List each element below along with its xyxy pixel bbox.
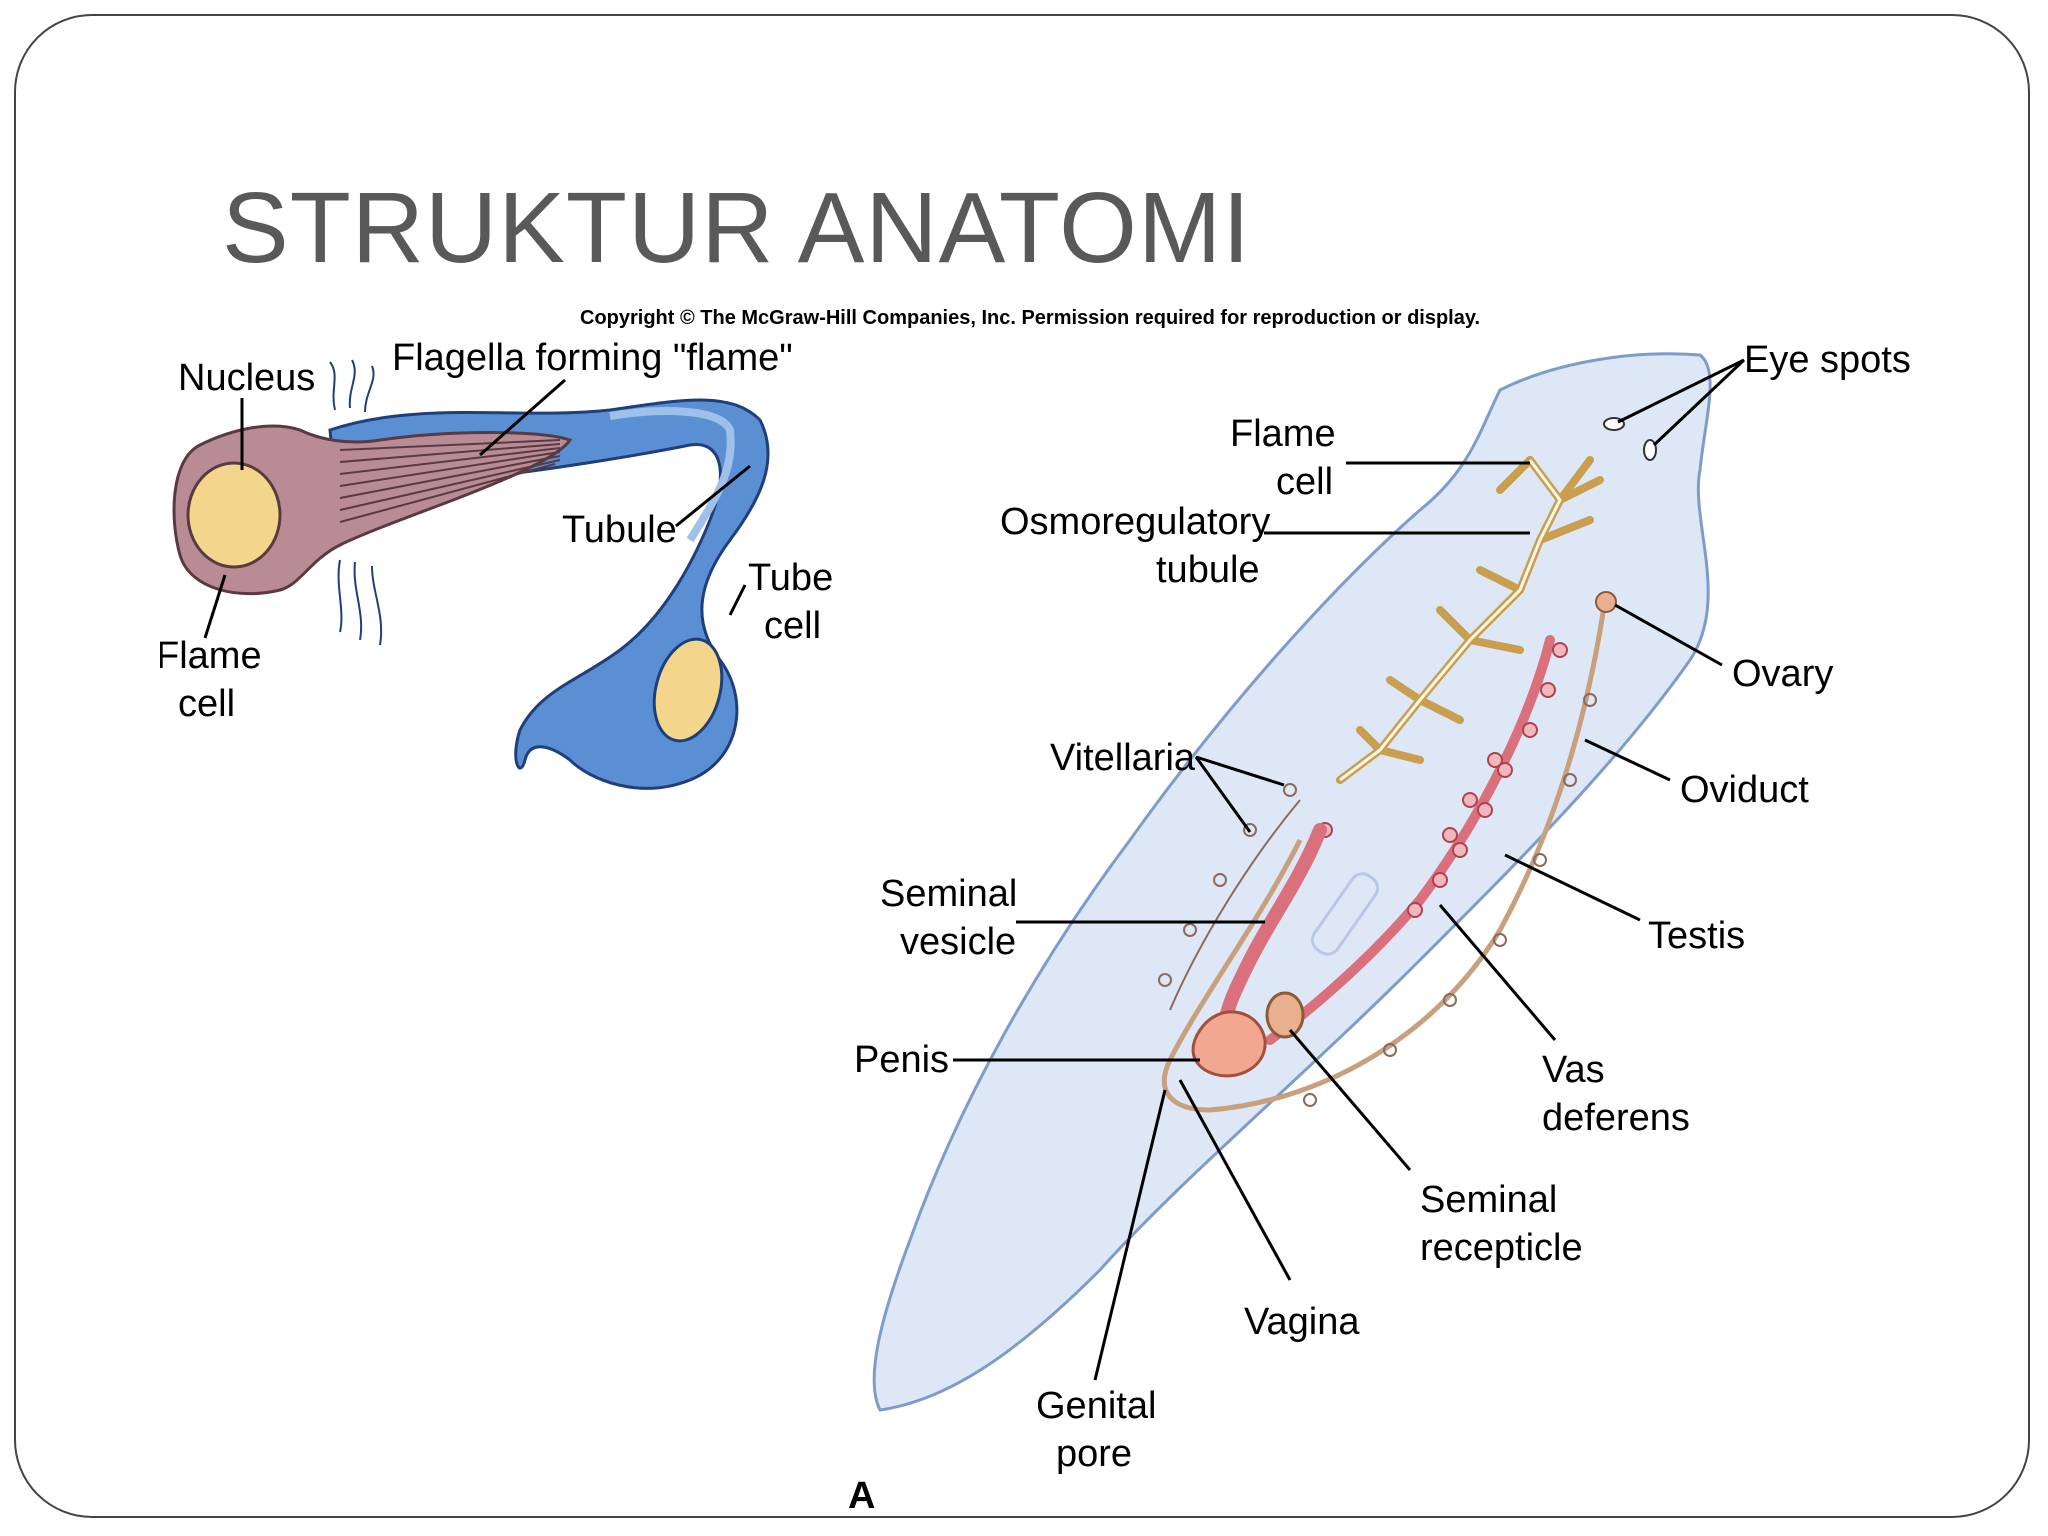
label-genital-pore-1: Genital xyxy=(1036,1385,1156,1427)
leader-flame-cell xyxy=(203,574,227,639)
label-eye-spots: Eye spots xyxy=(1744,339,1910,381)
vas-deferens xyxy=(1265,635,1555,1045)
label-seminal-recepticle-2: recepticle xyxy=(1420,1227,1583,1269)
label-ovary: Ovary xyxy=(1732,653,1833,695)
label-seminal-vesicle-2: vesicle xyxy=(900,921,1016,963)
flagella-flame xyxy=(339,439,561,523)
flame-cell-diagram: Nucleus Flagella forming "flame" Tubule … xyxy=(160,337,833,790)
copyright-notice: Copyright © The McGraw-Hill Companies, I… xyxy=(580,307,1480,329)
leader-flagella xyxy=(479,378,566,457)
label-tubule: Tubule xyxy=(562,509,677,551)
penis-shape xyxy=(1191,1010,1267,1078)
oviduct xyxy=(1161,599,1608,1113)
tube-cell-nucleus xyxy=(652,637,724,743)
label-flame-cell-2-right: cell xyxy=(1276,461,1333,503)
label-flame-cell-1-right: Flame xyxy=(1230,413,1336,455)
label-vagina: Vagina xyxy=(1244,1301,1360,1343)
planarian-diagram: Eye spots Flame cell Osmoregulatory tubu… xyxy=(848,339,1910,1517)
label-osmoregulatory-1: Osmoregulatory xyxy=(1000,501,1270,543)
label-seminal-vesicle-1: Seminal xyxy=(880,873,1017,915)
cilia xyxy=(329,359,383,646)
slide-title: STRUKTUR ANATOMI xyxy=(222,172,1252,284)
slide-frame xyxy=(14,14,2030,1518)
nucleus-shape xyxy=(186,461,282,569)
label-oviduct: Oviduct xyxy=(1680,769,1809,811)
ovary-shape xyxy=(1595,591,1617,613)
label-penis: Penis xyxy=(854,1039,949,1081)
seminal-vesicle xyxy=(1218,823,1327,1037)
label-nucleus: Nucleus xyxy=(178,357,315,399)
label-vas-deferens-1: Vas xyxy=(1542,1049,1605,1091)
seminal-recepticle-shape xyxy=(1265,991,1305,1039)
pharynx-outline xyxy=(1310,872,1380,956)
label-flame-cell-1: Flame xyxy=(160,635,262,677)
leader-tubule xyxy=(675,464,751,528)
label-tube-cell-2: cell xyxy=(764,605,821,647)
label-flagella: Flagella forming "flame" xyxy=(392,337,793,379)
label-genital-pore-2: pore xyxy=(1056,1433,1132,1475)
label-tube-cell-1: Tube xyxy=(748,557,833,599)
vitellaria xyxy=(1158,693,1597,1107)
eye-spot-right xyxy=(1643,439,1657,461)
planarian-leaders xyxy=(953,358,1746,1381)
label-testis: Testis xyxy=(1648,915,1745,957)
label-seminal-recepticle-1: Seminal xyxy=(1420,1179,1557,1221)
label-vitellaria: Vitellaria xyxy=(1050,737,1196,779)
excretory-network-inner xyxy=(1339,459,1562,782)
anatomy-figure: Copyright © The McGraw-Hill Companies, I… xyxy=(160,307,1910,1517)
leader-tube-cell xyxy=(728,584,747,616)
panel-letter: A xyxy=(848,1475,875,1517)
label-osmoregulatory-2: tubule xyxy=(1156,549,1260,591)
flame-cell-body xyxy=(172,424,573,596)
label-flame-cell-2: cell xyxy=(178,683,235,725)
label-vas-deferens-2: deferens xyxy=(1542,1097,1690,1139)
tubule-lumen xyxy=(609,407,735,543)
